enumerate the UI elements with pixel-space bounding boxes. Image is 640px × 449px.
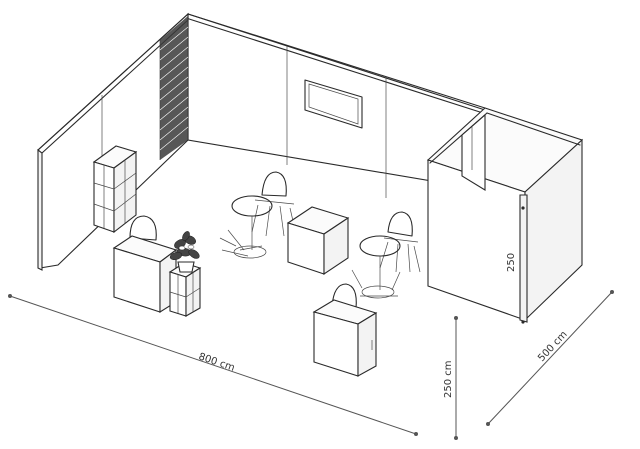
cube-shelf xyxy=(92,145,138,234)
height-dimension-label: 250 cm xyxy=(443,360,454,398)
counter-front xyxy=(312,299,378,377)
storage-height-label: 250 xyxy=(506,253,517,272)
chair-front xyxy=(331,283,357,309)
width-dimension-line xyxy=(8,294,418,436)
cube-table xyxy=(286,206,350,276)
depth-dimension-label: 500 cm xyxy=(536,329,570,364)
bistro-table-left xyxy=(219,195,273,259)
height-dimension-line xyxy=(454,316,458,440)
potted-plant xyxy=(169,231,200,273)
bistro-table-right xyxy=(351,235,401,299)
wall-picture-frame xyxy=(304,79,363,129)
chair-right xyxy=(379,211,421,273)
width-dimension-label: 800 cm xyxy=(197,351,236,373)
storage-room xyxy=(426,107,584,324)
chair-left-table xyxy=(129,215,157,241)
slatwall-panel xyxy=(159,16,189,160)
counter-left xyxy=(112,235,178,313)
plant-stand xyxy=(168,262,202,317)
depth-dimension-line xyxy=(486,290,614,426)
